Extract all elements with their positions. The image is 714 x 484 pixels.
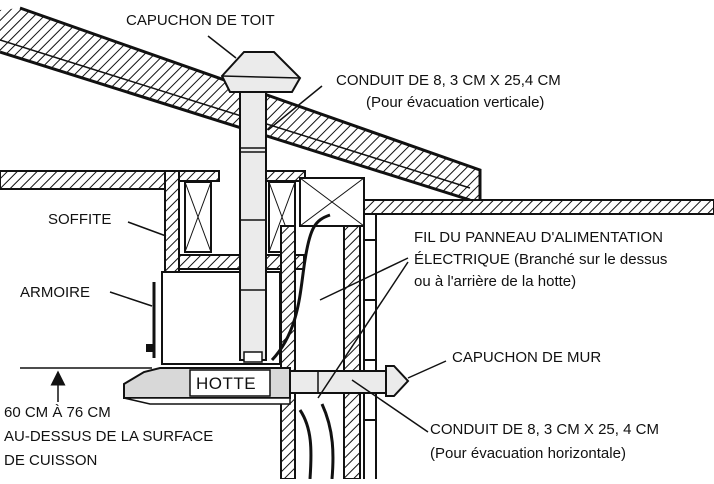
height-label: 60 CM À 76 CM bbox=[4, 404, 111, 421]
vertical-duct bbox=[239, 77, 267, 363]
power-wire bbox=[270, 213, 335, 480]
soffit-label: SOFFITE bbox=[48, 211, 112, 228]
height-label-line3: DE CUISSON bbox=[4, 452, 98, 469]
roof-cap bbox=[220, 51, 302, 93]
height-label-line2: AU-DESSUS DE LA SURFACE bbox=[4, 428, 214, 445]
horizontal-duct-sublabel: (Pour évacuation horizontale) bbox=[430, 445, 626, 462]
horizontal-duct bbox=[289, 365, 410, 397]
vertical-duct-label: CONDUIT DE 8, 3 CM X 25,4 CM bbox=[336, 72, 561, 89]
leader-lines bbox=[109, 35, 447, 433]
hood-label: HOTTE bbox=[196, 374, 257, 393]
wall bbox=[280, 214, 377, 480]
vertical-duct-sublabel: (Pour évacuation verticale) bbox=[366, 94, 545, 111]
wall-cap-label: CAPUCHON DE MUR bbox=[452, 349, 602, 366]
range-hood bbox=[123, 367, 291, 405]
horizontal-duct-label: CONDUIT DE 8, 3 CM X 25, 4 CM bbox=[430, 421, 659, 438]
soffit-structure bbox=[0, 170, 714, 362]
height-dimension bbox=[20, 367, 152, 402]
power-wire-label-line2: ÉLECTRIQUE (Branché sur le dessus bbox=[414, 251, 668, 268]
power-wire-label: FIL DU PANNEAU D'ALIMENTATION bbox=[414, 229, 664, 246]
roof-cap-label: CAPUCHON DE TOIT bbox=[126, 12, 275, 29]
power-wire-label-line3: ou à l'arrière de la hotte) bbox=[414, 273, 577, 290]
cabinet-label: ARMOIRE bbox=[20, 284, 91, 301]
